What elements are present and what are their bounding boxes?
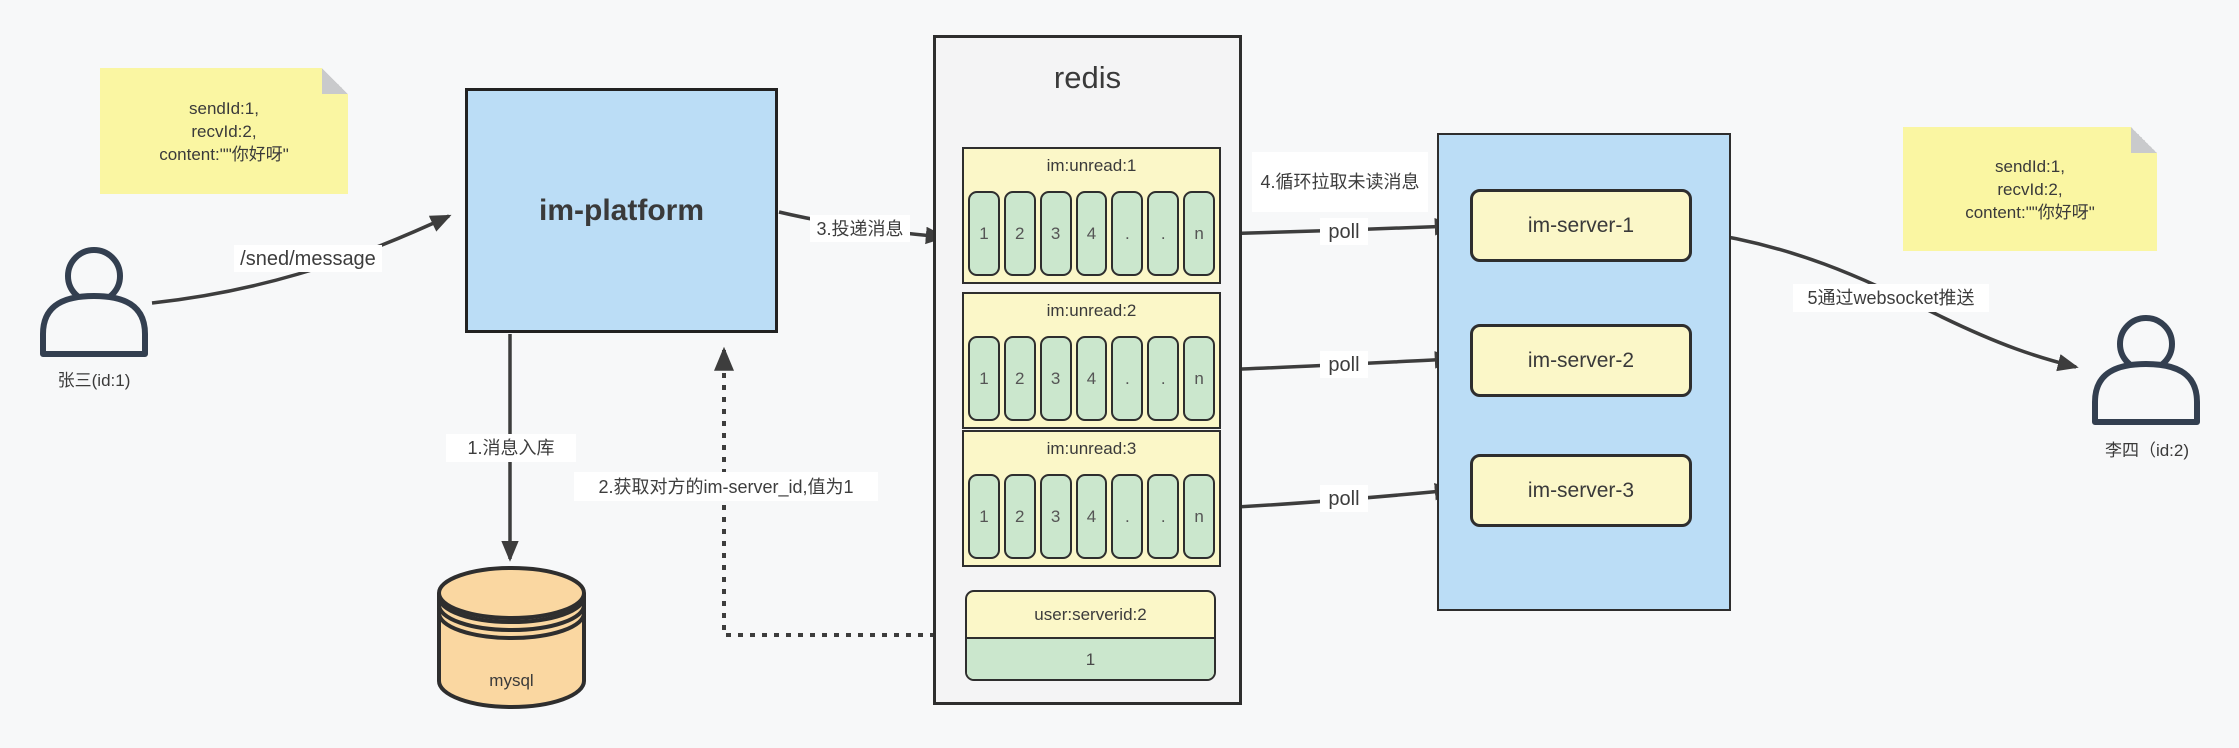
- queue-title: im:unread:3: [1046, 439, 1137, 458]
- note-line: content:""你好呀": [1965, 202, 2095, 222]
- note-fold-corner: [322, 68, 348, 94]
- queue-im-unread-1: im:unread:1 1 2 3 4 . . n: [962, 147, 1221, 284]
- queue-cell: 4: [1075, 336, 1108, 421]
- queue-cell: .: [1111, 336, 1144, 421]
- queue-title: im:unread:1: [1046, 156, 1137, 175]
- queue-cell: 1: [968, 474, 1000, 559]
- queue-cell: .: [1147, 474, 1180, 559]
- queue-cell: .: [1147, 191, 1180, 276]
- poll-label-1: poll: [1320, 218, 1368, 245]
- user-serverid-value: 1: [967, 639, 1214, 679]
- mysql-database-icon: mysql: [433, 565, 590, 711]
- queue-cell: 4: [1075, 474, 1108, 559]
- step4-label: 4.循环拉取未读消息: [1252, 152, 1428, 212]
- queue-cell: 4: [1075, 191, 1108, 276]
- note-line: content:""你好呀": [159, 144, 289, 164]
- queue-cells: 1 2 3 4 . . n: [968, 191, 1216, 276]
- queue-cell: .: [1111, 191, 1144, 276]
- poll-label-3: poll: [1320, 485, 1368, 512]
- queue-cell: .: [1111, 474, 1144, 559]
- queue-cell: 1: [968, 336, 1000, 421]
- user-serverid-title: user:serverid:2: [967, 592, 1214, 639]
- receiver-label: 李四（id:2): [2104, 441, 2190, 460]
- queue-cell: 2: [1003, 191, 1036, 276]
- queue-cell: n: [1183, 474, 1216, 559]
- im-server-1-label: im-server-1: [1527, 213, 1635, 237]
- im-server-2-node: im-server-2: [1470, 324, 1692, 397]
- user-icon: [2090, 314, 2202, 426]
- sticky-note-sender: sendId:1, recvId:2, content:""你好呀": [100, 68, 348, 194]
- note-line: recvId:2,: [1997, 179, 2063, 199]
- im-server-3-node: im-server-3: [1470, 454, 1692, 527]
- user-serverid-node: user:serverid:2 1: [965, 590, 1216, 681]
- redis-container: redis im:unread:1 1 2 3 4 . . n im:unrea…: [933, 35, 1242, 705]
- im-server-cluster: im-server-1 im-server-2 im-server-3: [1437, 133, 1731, 611]
- sticky-note-receiver: sendId:1, recvId:2, content:""你好呀": [1903, 127, 2157, 251]
- step2-label: 2.获取对方的im-server_id,值为1: [574, 472, 878, 501]
- im-server-2-label: im-server-2: [1527, 348, 1635, 372]
- poll-label-2: poll: [1320, 351, 1368, 378]
- queue-cell: .: [1147, 336, 1180, 421]
- im-server-1-node: im-server-1: [1470, 189, 1692, 262]
- queue-cell: n: [1183, 336, 1216, 421]
- queue-cell: 2: [1003, 336, 1036, 421]
- queue-cell: n: [1183, 191, 1216, 276]
- im-server-3-label: im-server-3: [1527, 478, 1635, 502]
- queue-cell: 3: [1039, 191, 1072, 276]
- redis-title: redis: [1053, 60, 1122, 95]
- note-line: recvId:2,: [191, 121, 257, 141]
- queue-cell: 2: [1003, 474, 1036, 559]
- queue-title: im:unread:2: [1046, 301, 1137, 320]
- queue-im-unread-2: im:unread:2 1 2 3 4 . . n: [962, 292, 1221, 429]
- queue-im-unread-3: im:unread:3 1 2 3 4 . . n: [962, 430, 1221, 567]
- note-line: sendId:1,: [189, 98, 259, 118]
- step3-label: 3.投递消息: [810, 215, 910, 242]
- send-api-label: /sned/message: [234, 245, 382, 272]
- queue-cells: 1 2 3 4 . . n: [968, 474, 1216, 559]
- queue-cell: 3: [1039, 336, 1072, 421]
- im-platform-node: im-platform: [465, 88, 778, 333]
- note-line: sendId:1,: [1995, 156, 2065, 176]
- queue-cell: 1: [968, 191, 1000, 276]
- queue-cell: 3: [1039, 474, 1072, 559]
- im-platform-label: im-platform: [539, 193, 704, 227]
- sender-label: 张三(id:1): [57, 371, 131, 390]
- note-fold-corner: [2131, 127, 2157, 153]
- queue-cells: 1 2 3 4 . . n: [968, 336, 1216, 421]
- user-icon: [38, 246, 150, 358]
- step5-label: 5通过websocket推送: [1793, 284, 1989, 312]
- mysql-label: mysql: [489, 671, 534, 690]
- step1-label: 1.消息入库: [446, 434, 576, 462]
